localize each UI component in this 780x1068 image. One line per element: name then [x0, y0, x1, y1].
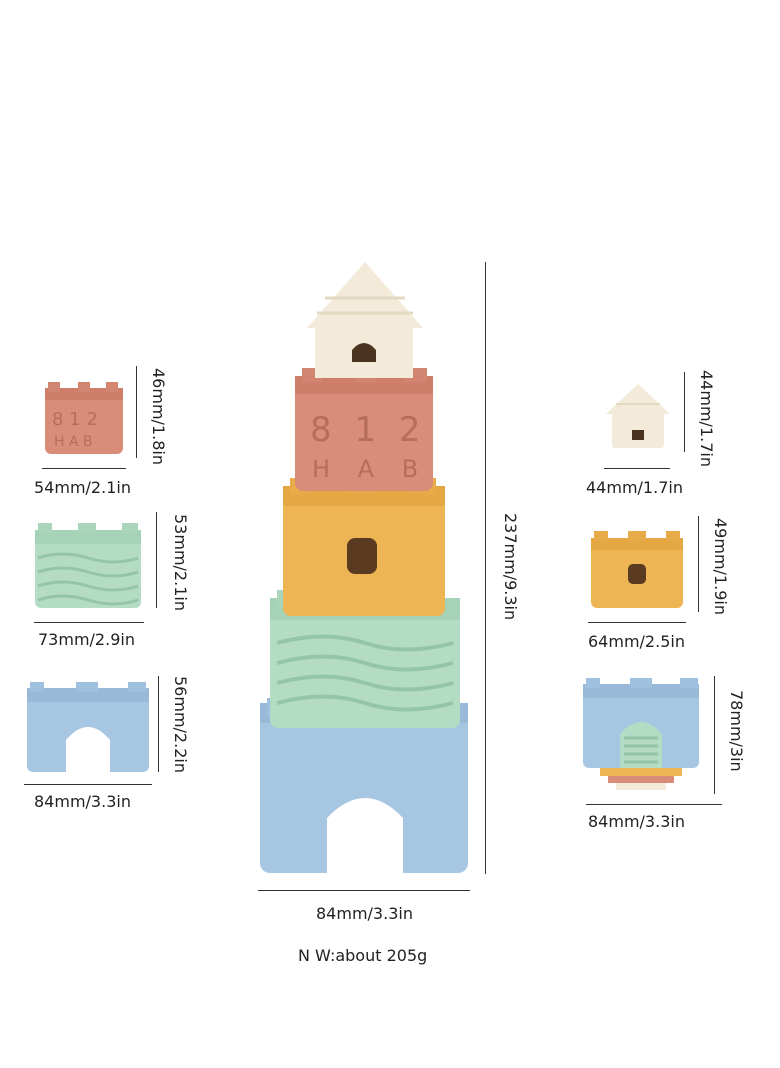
right-yellow-cup-height-line — [698, 516, 699, 612]
right-yellow-cup — [591, 531, 683, 608]
right-nested-stack-width-label: 84mm/3.3in — [588, 812, 685, 831]
left-blue-cup-width-line — [24, 784, 152, 785]
right-cream-roof-height-label: 44mm/1.7in — [697, 370, 716, 467]
left-green-cup — [35, 523, 141, 608]
tower-weight-label: N W:about 205g — [298, 946, 428, 965]
left-green-cup-height-label: 53mm/2.1in — [171, 514, 190, 611]
stacked-tower — [260, 262, 468, 873]
right-nested-stack — [583, 678, 699, 790]
right-nested-stack-width-line — [586, 804, 722, 805]
right-cream-roof-width-label: 44mm/1.7in — [586, 478, 683, 497]
tower-cream-roof — [307, 262, 423, 378]
tower-letters-top: 8 1 2 — [310, 410, 427, 450]
svg-text:8 1 2: 8 1 2 — [52, 409, 98, 430]
left-blue-cup-height-line — [158, 676, 159, 772]
tower-width-line — [258, 890, 470, 891]
left-green-cup-width-label: 73mm/2.9in — [38, 630, 135, 649]
tower-height-line — [485, 262, 486, 874]
left-blue-cup — [27, 682, 149, 772]
right-cream-roof — [606, 384, 670, 448]
left-green-cup-height-line — [156, 512, 157, 608]
left-blue-cup-width-label: 84mm/3.3in — [34, 792, 131, 811]
right-cream-roof-width-line — [604, 468, 670, 469]
left-red-cup-height-line — [136, 366, 137, 458]
left-red-cup-width-label: 54mm/2.1in — [34, 478, 131, 497]
left-red-cup: 8 1 2 H A B — [45, 382, 123, 454]
right-yellow-cup-height-label: 49mm/1.9in — [711, 518, 730, 615]
right-nested-stack-height-label: 78mm/3in — [727, 690, 746, 772]
left-red-cup-width-line — [42, 468, 126, 469]
tower-height-label: 237mm/9.3in — [501, 513, 520, 621]
tower-yellow-cup — [283, 478, 445, 616]
right-yellow-cup-width-line — [588, 622, 686, 623]
left-blue-cup-height-label: 56mm/2.2in — [171, 676, 190, 773]
right-nested-stack-height-line — [714, 676, 715, 794]
svg-text:H A B: H A B — [54, 434, 93, 450]
tower-width-label: 84mm/3.3in — [316, 904, 413, 923]
right-yellow-cup-width-label: 64mm/2.5in — [588, 632, 685, 651]
left-red-cup-height-label: 46mm/1.8in — [149, 368, 168, 465]
right-cream-roof-height-line — [684, 372, 685, 452]
left-green-cup-width-line — [34, 622, 144, 623]
tower-letters-bottom: H A B — [312, 455, 429, 483]
